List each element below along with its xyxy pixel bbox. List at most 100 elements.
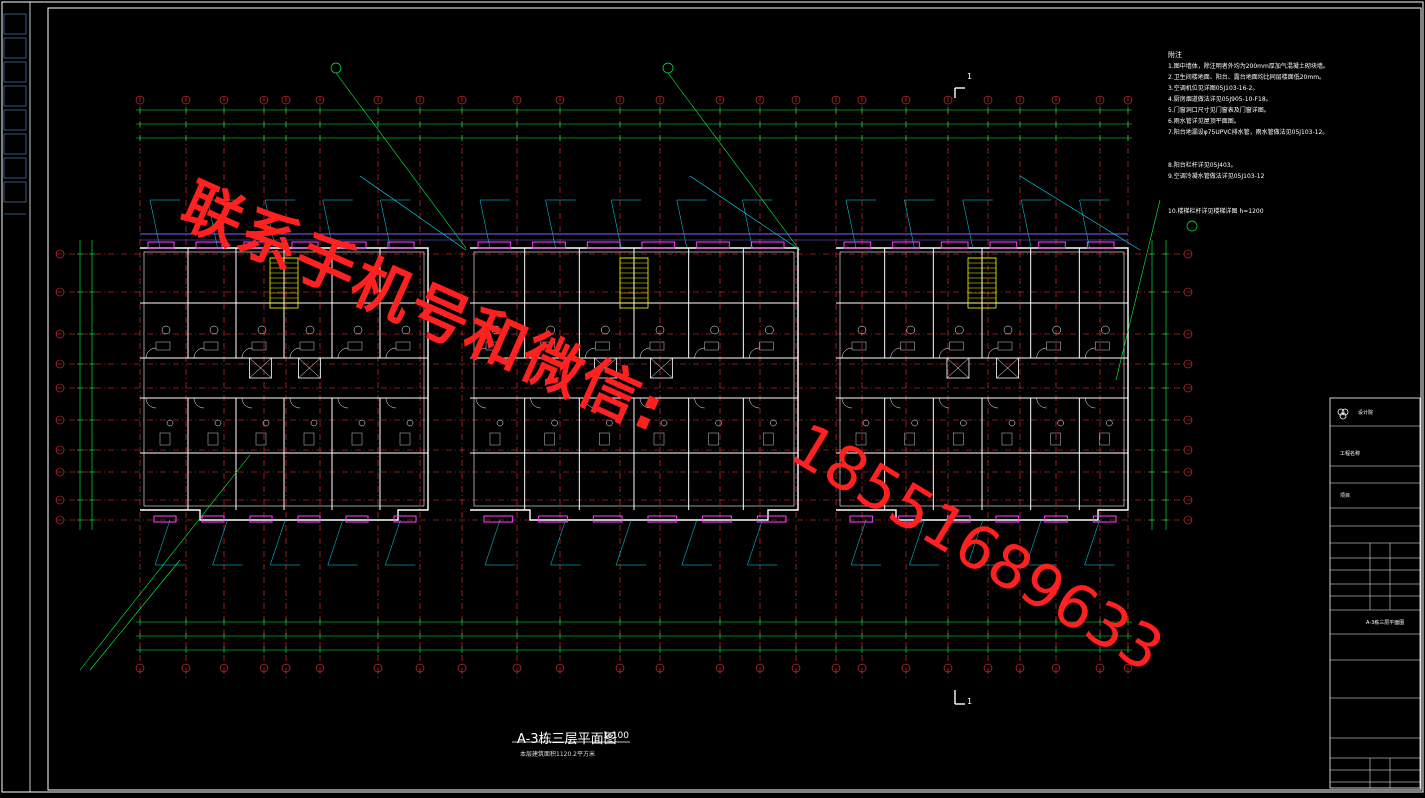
note-item: 10.楼梯栏杆详见楼梯详图 h=1200 bbox=[1168, 208, 1264, 215]
door-swing bbox=[145, 397, 157, 409]
note-item: 3.空调机位见详图05J103-16-2。 bbox=[1168, 85, 1259, 92]
door-swing bbox=[1085, 397, 1096, 409]
axis-bubble-bottom bbox=[1123, 663, 1133, 673]
detail-callout-bubble bbox=[330, 62, 342, 74]
annotation-leader bbox=[550, 519, 566, 566]
fixture-symbol bbox=[1099, 432, 1110, 446]
door-swing bbox=[241, 347, 253, 359]
fixture-symbol bbox=[653, 432, 665, 446]
binding-cell bbox=[3, 61, 27, 83]
elevator-shaft bbox=[594, 357, 617, 379]
annotation-leader bbox=[359, 175, 467, 251]
fixture-symbol bbox=[949, 341, 964, 351]
annotation-leader bbox=[1019, 175, 1141, 251]
detail-callout-leader bbox=[335, 72, 467, 249]
annotation-leader bbox=[676, 199, 688, 249]
fixture-symbol bbox=[953, 432, 964, 446]
title-block-frame bbox=[1329, 397, 1421, 789]
note-item: 4.厨房烟道做法详见05J905-10-F18。 bbox=[1168, 96, 1272, 103]
annotation-leader bbox=[742, 199, 753, 249]
axis-bubble-right bbox=[1183, 249, 1193, 259]
axis-bubble-top bbox=[181, 95, 191, 105]
fixture-symbol bbox=[601, 325, 610, 335]
axis-bubble-left bbox=[55, 495, 65, 505]
fixture-symbol bbox=[303, 432, 315, 446]
axis-bubble-top bbox=[901, 95, 911, 105]
axis-bubble-bottom bbox=[715, 663, 725, 673]
fixture-symbol bbox=[955, 325, 964, 335]
window-bottom bbox=[201, 515, 225, 523]
door-swing bbox=[890, 347, 901, 359]
note-item: 7.阳台地漏设φ75UPVC排水管，雨水管做法见05J103-12。 bbox=[1168, 129, 1329, 136]
annotation-leader bbox=[89, 559, 181, 671]
axis-bubble-top bbox=[259, 95, 269, 105]
axis-bubble-bottom bbox=[373, 663, 383, 673]
window-bottom bbox=[702, 515, 732, 523]
axis-bubble-bottom bbox=[1095, 663, 1105, 673]
axis-bubble-bottom bbox=[857, 663, 867, 673]
annotation-leader bbox=[1084, 519, 1100, 566]
door-swing bbox=[289, 397, 301, 409]
elevator-shaft bbox=[249, 357, 272, 379]
axis-bubble-left bbox=[55, 383, 65, 393]
door-swing bbox=[530, 397, 541, 409]
door-swing bbox=[530, 347, 541, 359]
axis-bubble-top bbox=[1095, 95, 1105, 105]
fixture-symbol bbox=[649, 341, 665, 351]
annotation-leader bbox=[1115, 199, 1161, 381]
window-bottom bbox=[297, 515, 321, 523]
fixture-symbol bbox=[353, 325, 363, 335]
fixture-symbol bbox=[491, 325, 501, 335]
fixture-symbol bbox=[262, 419, 270, 427]
axis-bubble-bottom bbox=[943, 663, 953, 673]
axis-bubble-bottom bbox=[259, 663, 269, 673]
drawing-title: A-3栋三层平面图 bbox=[517, 732, 617, 747]
fixture-symbol bbox=[1052, 325, 1061, 335]
fixture-symbol bbox=[299, 341, 315, 351]
axis-bubble-left bbox=[55, 515, 65, 525]
title-block-drawing-name: A-3栋三层平面图 bbox=[1366, 620, 1405, 626]
axis-bubble-top bbox=[655, 95, 665, 105]
fixture-symbol bbox=[1001, 432, 1013, 446]
elevator-shaft bbox=[650, 357, 673, 379]
detail-callout-bubble bbox=[662, 62, 674, 74]
window-bottom bbox=[849, 515, 874, 523]
window-top bbox=[843, 241, 872, 249]
fixture-symbol bbox=[351, 432, 363, 446]
note-item: 8.阳台栏杆详见05J403。 bbox=[1168, 162, 1237, 169]
fixture-symbol bbox=[1095, 341, 1110, 351]
fixture-symbol bbox=[708, 432, 719, 446]
axis-bubble-bottom bbox=[219, 663, 229, 673]
axis-bubble-bottom bbox=[281, 663, 291, 673]
title-block-item: 项目 bbox=[1340, 493, 1351, 499]
fixture-symbol bbox=[1101, 325, 1110, 335]
door-swing bbox=[1036, 347, 1047, 359]
axis-bubble-right bbox=[1183, 383, 1193, 393]
axis-bubble-top bbox=[1123, 95, 1133, 105]
elevator-shaft bbox=[594, 357, 618, 379]
design-institute-logo-icon bbox=[1336, 406, 1350, 420]
window-top bbox=[387, 241, 415, 249]
fixture-symbol bbox=[595, 341, 610, 351]
axis-bubble-right bbox=[1183, 359, 1193, 369]
door-swing bbox=[1036, 397, 1047, 409]
door-swing bbox=[639, 397, 651, 409]
binding-cell bbox=[3, 181, 27, 203]
fixture-symbol bbox=[203, 341, 219, 351]
window-bottom bbox=[898, 515, 922, 523]
axis-bubble-top bbox=[415, 95, 425, 105]
fixture-symbol bbox=[159, 432, 171, 446]
axis-bubble-left bbox=[55, 359, 65, 369]
door-swing bbox=[694, 347, 705, 359]
window-bottom bbox=[647, 515, 678, 523]
fixture-symbol bbox=[1046, 341, 1061, 351]
axis-bubble-top bbox=[831, 95, 841, 105]
door-swing bbox=[749, 397, 760, 409]
fixture-symbol bbox=[765, 325, 774, 335]
window-bottom bbox=[538, 515, 568, 523]
axis-bubble-bottom bbox=[315, 663, 325, 673]
fixture-symbol bbox=[960, 419, 967, 427]
fixture-symbol bbox=[997, 341, 1013, 351]
axis-bubble-left bbox=[55, 249, 65, 259]
